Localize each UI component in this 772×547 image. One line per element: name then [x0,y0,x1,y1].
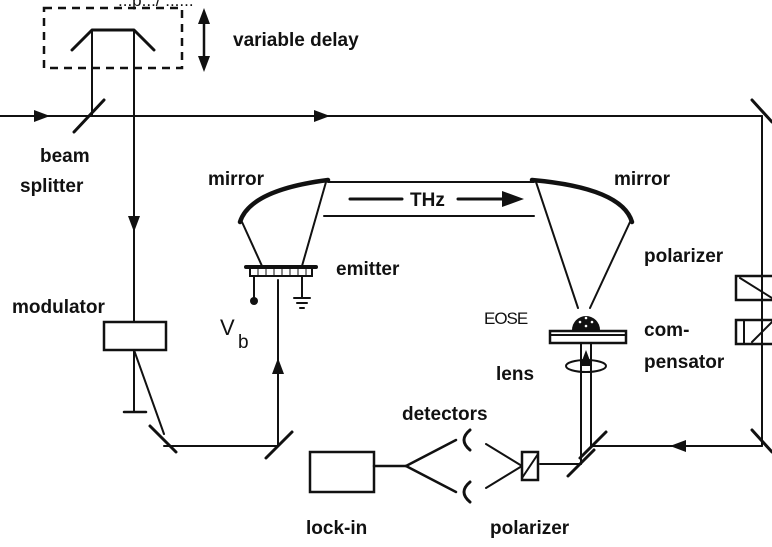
modulator-label: modulator [12,297,105,318]
compensator-label-1: com- [644,320,689,341]
right-beam-path [750,98,772,454]
thz-label: THz [410,190,445,211]
left-parabolic-mirror [237,177,331,225]
lock-in-label: lock-in [306,518,367,539]
emitter-beam-cone [241,181,327,267]
detectors-label: detectors [402,404,488,425]
detector-bottom-icon [462,480,472,504]
thz-beam [323,181,535,217]
lock-in-box [308,450,376,494]
probe-return-path [539,430,763,478]
emitter-label: emitter [336,259,400,280]
polarizer-right-label: polarizer [644,246,724,267]
splitter-label: splitter [20,176,84,197]
input-beam [0,110,763,122]
modulator-mount [122,349,148,414]
bias-voltage-subscript: b [238,332,249,353]
emitter-chip [244,265,318,277]
bias-voltage-label: V [220,315,235,340]
eose-label: EOSE [484,309,528,328]
eose-crystal-icon [548,316,628,345]
compensator-label-2: pensator [644,352,725,373]
polarizer-right-icon [734,274,772,302]
pump-path-lower [133,279,294,460]
detector-top-icon [462,428,472,452]
mirror-left-label: mirror [208,169,265,190]
bias-terminal-icon [250,275,258,305]
modulator-box [102,320,168,352]
compensator-icon [734,318,772,346]
variable-delay-label: variable delay [233,30,359,51]
probe-beam-vertical [580,342,592,465]
variable-delay-stage [42,6,184,116]
beam-splitter-icon [72,98,106,134]
up-down-arrow-icon [198,8,210,72]
focusing-cone [535,181,631,309]
bottom-polarizer-icon [520,450,540,482]
mirror-right-label: mirror [614,169,671,190]
polarizer-bottom-label: polarizer [490,518,570,539]
lens-label: lens [496,364,534,385]
right-parabolic-mirror [529,177,635,225]
beam-label: beam [40,146,90,167]
split-beams [404,438,523,494]
pump-beam [128,115,140,337]
top-clipped-text: ...p.../ ...... [118,0,194,10]
ground-icon [293,275,311,309]
